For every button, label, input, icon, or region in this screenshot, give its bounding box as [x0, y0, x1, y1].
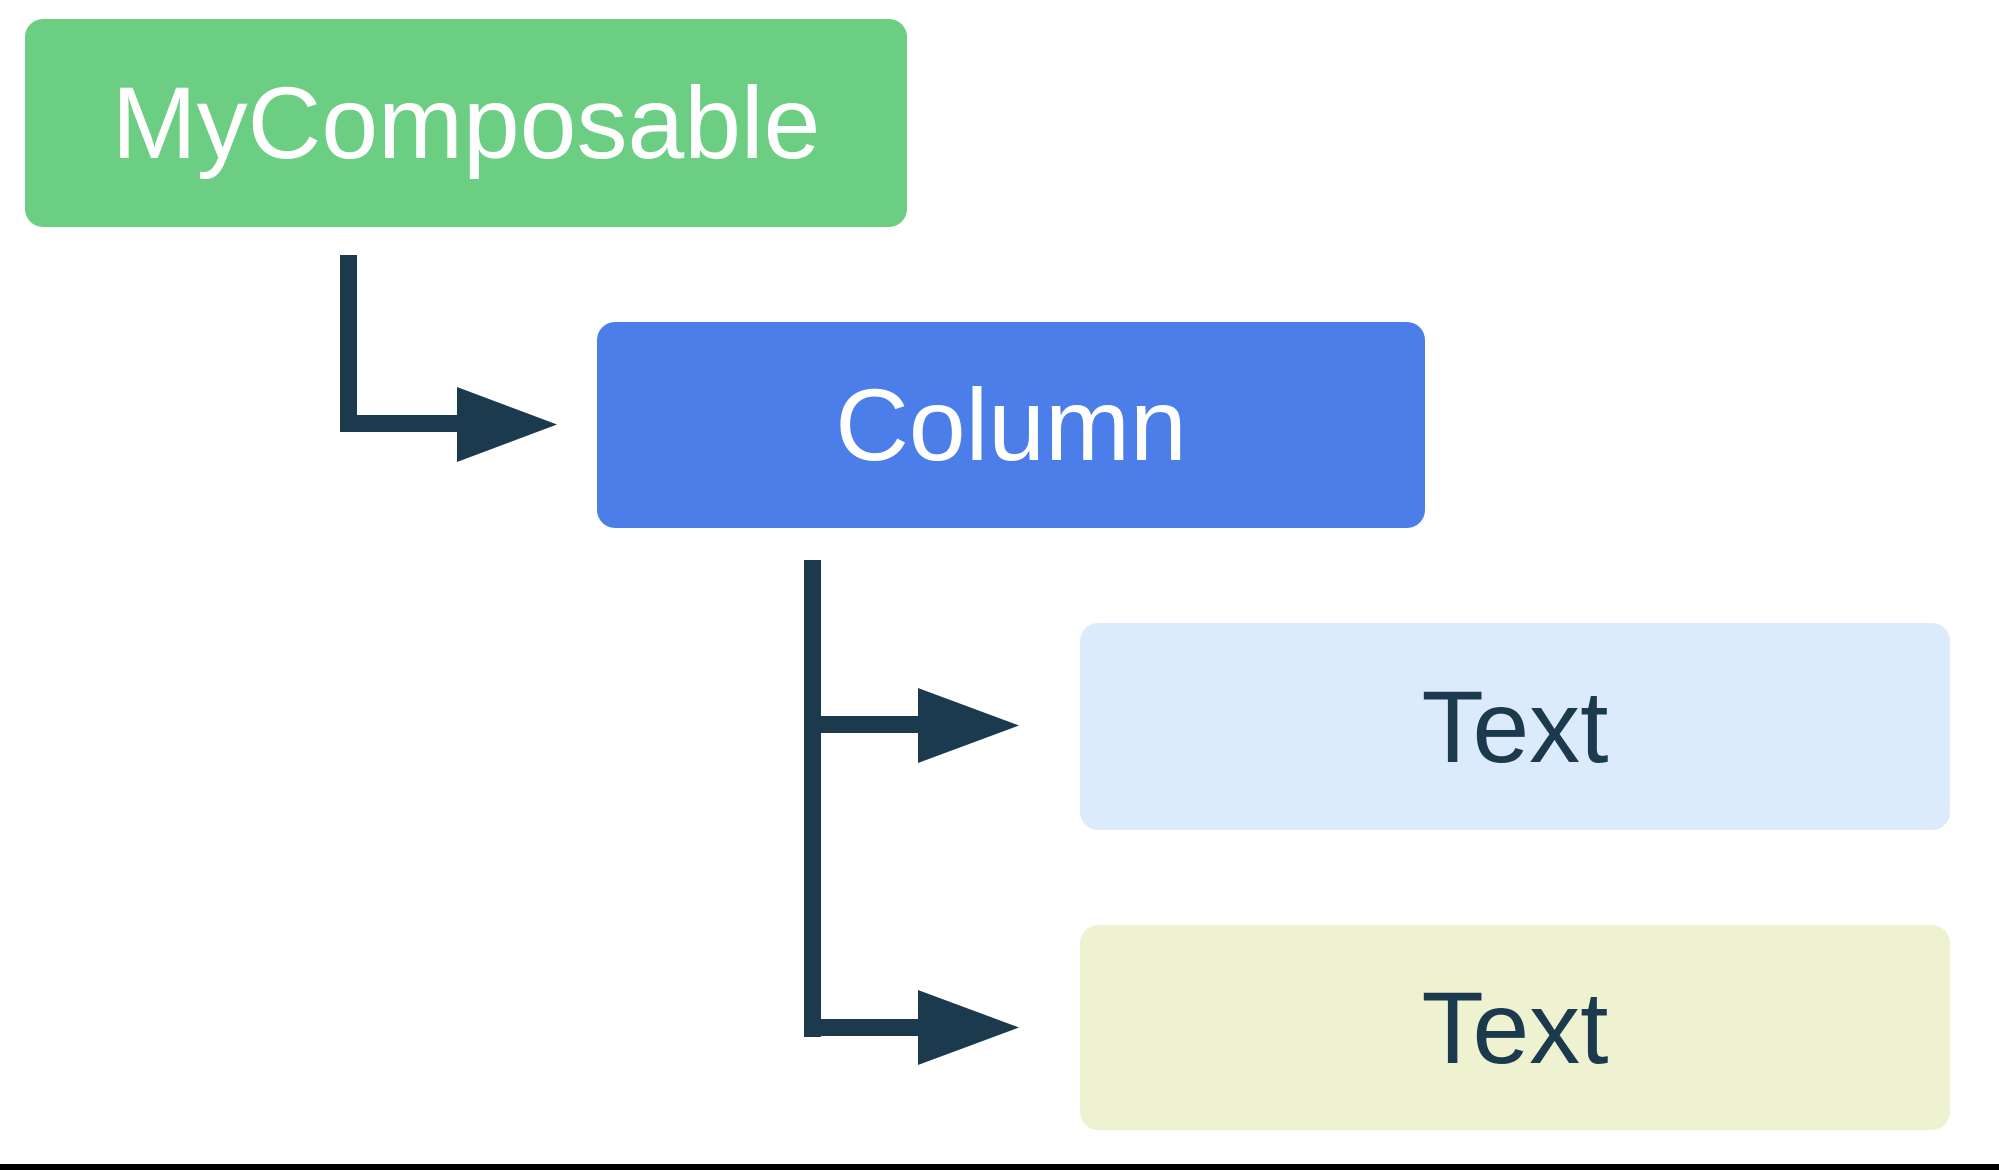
- connector-mycomposable-column-vertical-segment: [340, 255, 357, 432]
- node-column-label: Column: [835, 368, 1187, 482]
- connector-mycomposable-column-horizontal-segment: [340, 415, 457, 432]
- node-text-first-label: Text: [1421, 669, 1609, 784]
- node-text-second-label: Text: [1421, 970, 1609, 1085]
- node-mycomposable-label: MyComposable: [111, 66, 821, 180]
- node-column: Column: [597, 322, 1425, 528]
- node-text-first: Text: [1080, 623, 1950, 830]
- connector-column-text1-horizontal-segment: [804, 716, 918, 733]
- connector-column-text2-horizontal-segment: [804, 1019, 918, 1036]
- arrowhead-right-icon: [457, 387, 557, 462]
- connector-column-children-vertical-segment: [804, 560, 821, 1037]
- arrowhead-right-icon: [918, 688, 1019, 763]
- image-bottom-border: [0, 1164, 1999, 1170]
- node-text-second: Text: [1080, 925, 1950, 1130]
- node-mycomposable: MyComposable: [25, 19, 907, 227]
- arrowhead-right-icon: [918, 990, 1019, 1065]
